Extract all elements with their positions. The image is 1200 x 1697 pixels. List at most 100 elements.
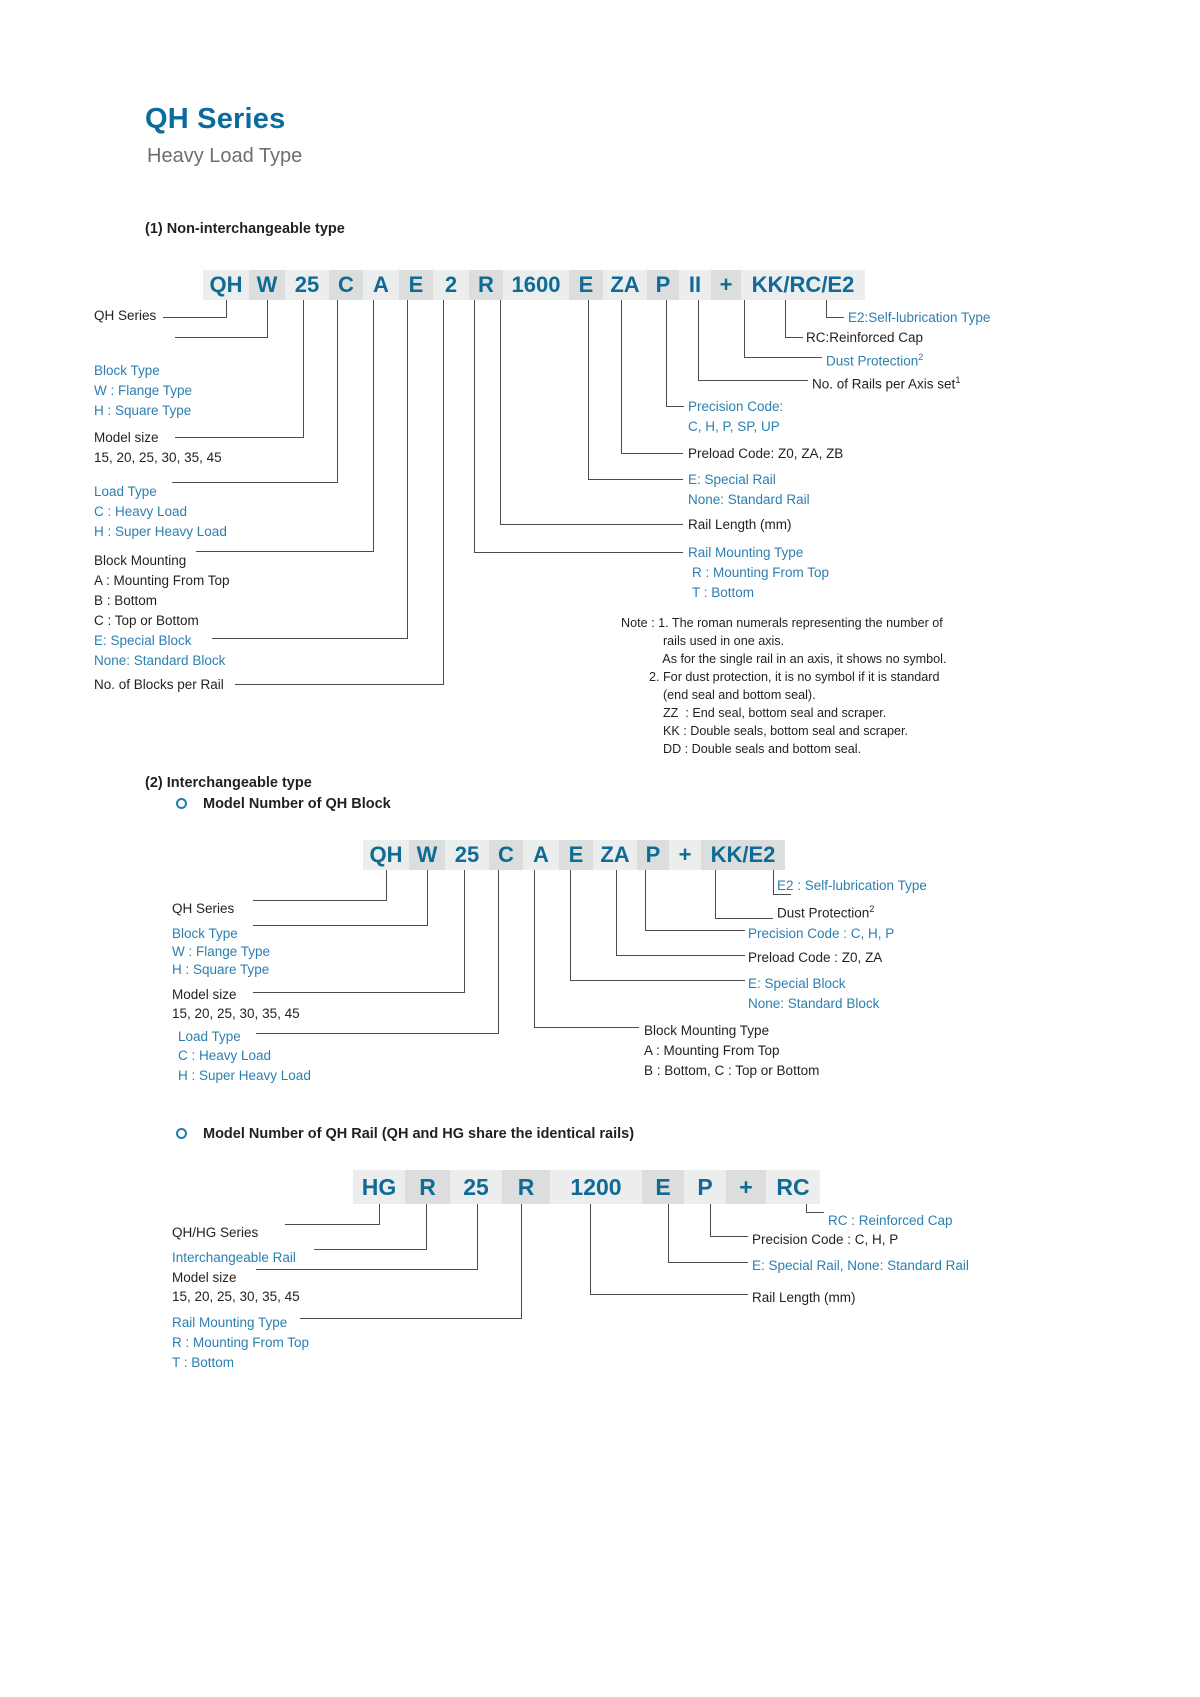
label-block-type: Block Type <box>94 363 160 378</box>
label3-rc-reinforced-cap: RC : Reinforced Cap <box>828 1213 953 1228</box>
note-line-8: DD : Double seals and bottom seal. <box>621 742 862 756</box>
label-rail-mounting-type: Rail Mounting Type <box>688 545 804 560</box>
leader-v-block-type <box>267 300 268 337</box>
label-block-mounting-e: E: Special Block <box>94 633 192 648</box>
leader-h-preload <box>621 453 683 454</box>
code2-cell-a[interactable]: A <box>523 840 559 870</box>
code-cell-w[interactable]: W <box>249 270 285 300</box>
label-block-mounting-c: C : Top or Bottom <box>94 613 199 628</box>
code3-cell-hg[interactable]: HG <box>353 1170 405 1204</box>
leader-v-no-blocks <box>443 300 444 684</box>
leader3-v-rc <box>806 1204 807 1212</box>
leader2-v-model-size <box>464 870 465 992</box>
code3-cell-rc[interactable]: RC <box>766 1170 820 1204</box>
note-line-3: As for the single rail in an axis, it sh… <box>621 652 947 666</box>
code3-cell-e[interactable]: E <box>642 1170 684 1204</box>
code-cell-kkrce2[interactable]: KK/RC/E2 <box>741 270 865 300</box>
code-cell-1600[interactable]: 1600 <box>503 270 569 300</box>
label2-block-type-w: W : Flange Type <box>172 944 271 959</box>
code3-cell-plus[interactable]: + <box>726 1170 766 1204</box>
code2-cell-w[interactable]: W <box>409 840 445 870</box>
code3-cell-p[interactable]: P <box>684 1170 726 1204</box>
leader2-v-special-block <box>570 870 571 980</box>
code-cell-r[interactable]: R <box>469 270 503 300</box>
leader2-h-dust <box>715 918 773 919</box>
label2-block-mounting-bc: B : Bottom, C : Top or Bottom <box>644 1063 820 1078</box>
label2-standard-block: None: Standard Block <box>748 996 880 1011</box>
model-code-row-2: QH W 25 C A E ZA P + KK/E2 <box>363 840 785 870</box>
label-precision-code: Precision Code: <box>688 399 784 414</box>
leader-v-special-rail <box>588 300 589 479</box>
code-cell-e2[interactable]: E <box>569 270 603 300</box>
leader-h-load-type <box>172 482 338 483</box>
note-line-7: KK : Double seals, bottom seal and scrap… <box>621 724 908 738</box>
code-cell-za[interactable]: ZA <box>603 270 647 300</box>
label-dust-protection-sup: 2 <box>918 352 924 362</box>
leader3-v-rail-length <box>590 1204 591 1294</box>
label-load-type: Load Type <box>94 484 157 499</box>
note-line-2: rails used in one axis. <box>621 634 785 648</box>
code-cell-ii[interactable]: II <box>679 270 711 300</box>
leader-h-model-size <box>175 437 304 438</box>
code2-cell-e[interactable]: E <box>559 840 593 870</box>
code-cell-c[interactable]: C <box>329 270 363 300</box>
code-cell-a[interactable]: A <box>363 270 399 300</box>
code-cell-p[interactable]: P <box>647 270 679 300</box>
label-model-size-values: 15, 20, 25, 30, 35, 45 <box>94 450 222 465</box>
leader-h-block-type <box>175 337 268 338</box>
leader2-h-block-mounting <box>534 1027 639 1028</box>
code2-cell-qh[interactable]: QH <box>363 840 409 870</box>
code3-cell-25[interactable]: 25 <box>450 1170 502 1204</box>
leader3-v-series <box>379 1204 380 1224</box>
bullet-icon-block <box>176 798 187 809</box>
leader3-v-precision <box>710 1204 711 1236</box>
label-load-type-c: C : Heavy Load <box>94 504 188 519</box>
code3-cell-r2[interactable]: R <box>502 1170 550 1204</box>
label-block-mounting-none: None: Standard Block <box>94 653 226 668</box>
leader2-v-block-mounting <box>534 870 535 1027</box>
leader-v-rc <box>785 300 786 337</box>
leader3-v-model-size <box>477 1204 478 1269</box>
code2-cell-za[interactable]: ZA <box>593 840 637 870</box>
leader-v-model-size <box>303 300 304 437</box>
code2-cell-p[interactable]: P <box>637 840 669 870</box>
label2-dust-protection-sup: 2 <box>869 904 875 914</box>
note-line-1: Note : 1. The roman numerals representin… <box>621 616 943 630</box>
leader-h-dust <box>744 357 822 358</box>
leader2-v-precision <box>645 870 646 930</box>
label-rail-length: Rail Length (mm) <box>688 517 792 532</box>
code2-cell-kke2[interactable]: KK/E2 <box>701 840 785 870</box>
label2-special-block: E: Special Block <box>748 976 846 991</box>
code-cell-qh[interactable]: QH <box>203 270 249 300</box>
leader3-h-rail-length <box>590 1294 748 1295</box>
label3-precision-code: Precision Code : C, H, P <box>752 1232 899 1247</box>
label3-qh-hg-series: QH/HG Series <box>172 1225 259 1240</box>
leader-v-qh <box>226 300 227 317</box>
label2-e2-self-lubrication: E2 : Self-lubrication Type <box>777 878 927 893</box>
code3-cell-1200[interactable]: 1200 <box>550 1170 642 1204</box>
leader-h-rc <box>785 337 803 338</box>
code-cell-plus[interactable]: + <box>711 270 741 300</box>
leader-v-rails-axis <box>698 300 699 380</box>
code-cell-25[interactable]: 25 <box>285 270 329 300</box>
label-rail-mounting-r: R : Mounting From Top <box>692 565 830 580</box>
code2-cell-c[interactable]: C <box>489 840 523 870</box>
label-e2-self-lubrication: E2:Self-lubrication Type <box>848 310 991 325</box>
leader-v-block-mounting <box>373 300 374 551</box>
label2-load-type-c: C : Heavy Load <box>178 1048 272 1063</box>
section-2-heading: (2) Interchangeable type <box>145 775 312 791</box>
label2-dust-protection-text: Dust Protection <box>777 905 870 921</box>
code2-cell-25[interactable]: 25 <box>445 840 489 870</box>
label-no-of-rails-sup: 1 <box>955 375 961 385</box>
leader3-h-precision <box>710 1236 748 1237</box>
code-cell-2[interactable]: 2 <box>433 270 469 300</box>
code-cell-e[interactable]: E <box>399 270 433 300</box>
code2-cell-plus[interactable]: + <box>669 840 701 870</box>
code3-cell-r1[interactable]: R <box>405 1170 450 1204</box>
leader3-h-series <box>285 1224 380 1225</box>
label3-interchangeable-rail: Interchangeable Rail <box>172 1250 296 1265</box>
leader-h-rail-length <box>500 524 683 525</box>
label-no-of-blocks: No. of Blocks per Rail <box>94 677 224 692</box>
leader3-v-interchangeable <box>426 1204 427 1249</box>
